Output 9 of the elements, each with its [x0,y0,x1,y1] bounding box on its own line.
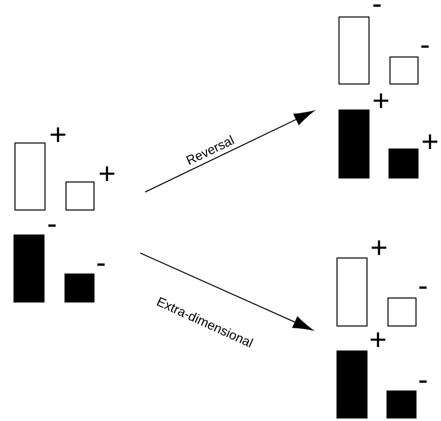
sign: + [374,93,388,108]
sign: + [372,240,386,256]
arrow [140,252,313,330]
bar-chart-drawing [14,142,94,302]
sign: - [48,224,56,227]
bar-chart-drawing [338,16,418,178]
sign: + [370,332,386,348]
bar-chart-drawing [336,258,416,418]
arrow [144,110,314,192]
